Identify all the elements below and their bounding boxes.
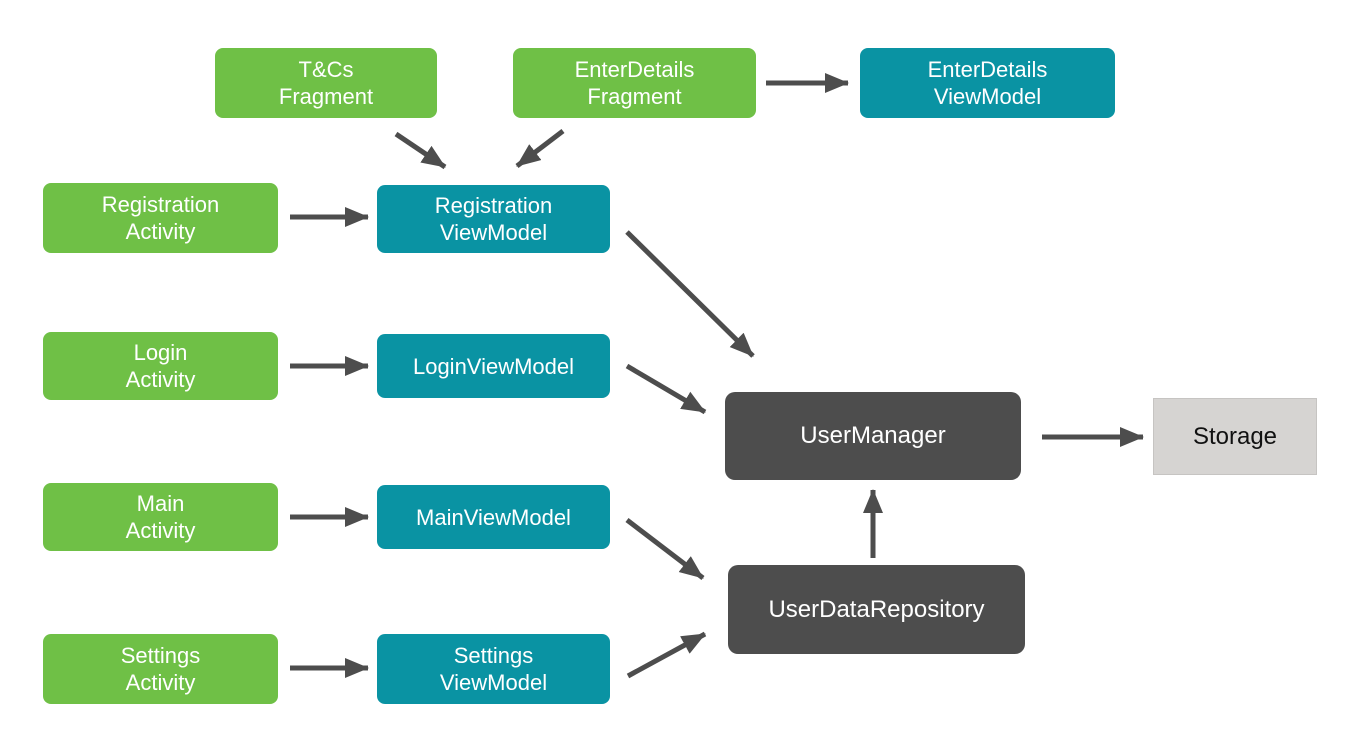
node-main-activity: Main Activity <box>43 483 278 551</box>
node-label: ViewModel <box>933 84 1042 109</box>
arrow-main-viewmodel-to-userdatarepository <box>625 518 705 580</box>
node-label: Activity <box>125 367 196 392</box>
node-enterdetails-fragment: EnterDetails Fragment <box>513 48 756 118</box>
node-label: EnterDetails <box>927 57 1048 82</box>
node-label: EnterDetails <box>574 57 695 82</box>
node-main-viewmodel: MainViewModel <box>377 485 610 549</box>
arrow-settings-viewmodel-to-userdatarepository <box>626 631 707 679</box>
node-label: Fragment <box>587 84 682 109</box>
node-storage: Storage <box>1153 398 1317 475</box>
node-usermanager: UserManager <box>725 392 1021 480</box>
arrow-login-viewmodel-to-usermanager <box>625 363 707 415</box>
node-label: UserManager <box>800 422 946 449</box>
arrow-registration-viewmodel-to-usermanager <box>625 230 755 358</box>
node-label: Settings <box>120 643 201 668</box>
arrow-enterdetails-fragment-to-registration-viewmodel <box>515 129 565 168</box>
node-registration-viewmodel: Registration ViewModel <box>377 185 610 253</box>
node-label: Storage <box>1192 423 1278 450</box>
node-label: T&Cs <box>298 57 354 82</box>
node-settings-viewmodel: Settings ViewModel <box>377 634 610 704</box>
node-label: Registration <box>101 192 220 217</box>
node-label: Settings <box>453 643 534 668</box>
node-registration-activity: Registration Activity <box>43 183 278 253</box>
node-login-viewmodel: LoginViewModel <box>377 334 610 398</box>
node-userdatarepository: UserDataRepository <box>728 565 1025 654</box>
node-label: Activity <box>125 518 196 543</box>
node-tcs-fragment: T&Cs Fragment <box>215 48 437 118</box>
node-label: Activity <box>125 670 196 695</box>
node-label: UserDataRepository <box>768 595 985 623</box>
node-login-activity: Login Activity <box>43 332 278 400</box>
node-label: Fragment <box>278 84 374 109</box>
node-label: MainViewModel <box>416 504 571 530</box>
node-label: Main <box>136 491 185 516</box>
node-label: ViewModel <box>439 220 548 245</box>
node-enterdetails-viewmodel: EnterDetails ViewModel <box>860 48 1115 118</box>
arrow-tcs-fragment-to-registration-viewmodel <box>394 131 447 170</box>
node-settings-activity: Settings Activity <box>43 634 278 704</box>
node-label: Activity <box>125 219 196 244</box>
node-label: LoginViewModel <box>412 353 575 379</box>
node-label: Registration <box>434 193 553 218</box>
node-label: Login <box>133 340 188 365</box>
node-label: ViewModel <box>439 670 548 695</box>
